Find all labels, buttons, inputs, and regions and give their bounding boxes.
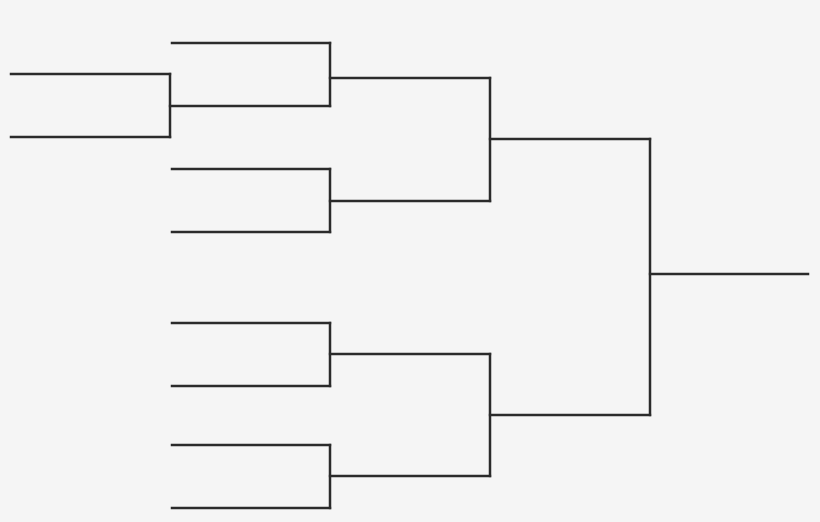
round-1 bbox=[168, 41, 332, 510]
play-in-match bbox=[9, 72, 172, 139]
semifinal bbox=[488, 137, 652, 417]
round-2 bbox=[328, 76, 492, 478]
